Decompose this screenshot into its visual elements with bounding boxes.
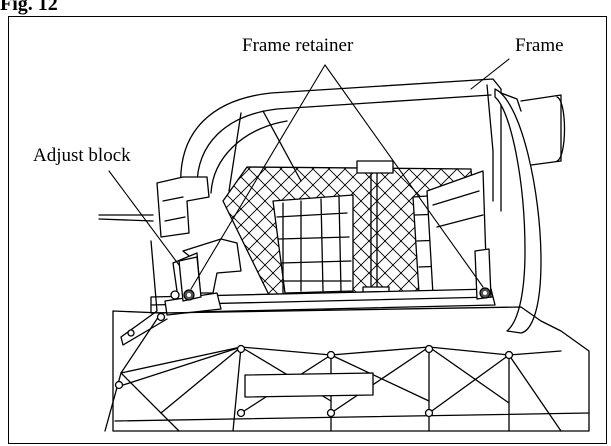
adjust-block [98, 176, 242, 346]
adjust-block-label: Adjust block [33, 145, 131, 166]
base-tray [104, 306, 590, 432]
frame-retainer-label: Frame retainer [242, 35, 354, 56]
frame-retainer-right [474, 248, 492, 300]
frame-retainer-left [170, 256, 202, 302]
figure-title: Fig. 12 [0, 0, 58, 15]
tray-nodes [114, 312, 514, 418]
frame-label: Frame [515, 35, 564, 56]
figure-panel: Frame retainer Frame Adjust block [8, 16, 607, 444]
printer-frame-drawing [98, 58, 590, 432]
roller-end-disc [494, 88, 566, 334]
leader-frame-retainer [190, 64, 484, 290]
leader-frame [470, 58, 510, 90]
leader-adjust-block [108, 170, 180, 266]
